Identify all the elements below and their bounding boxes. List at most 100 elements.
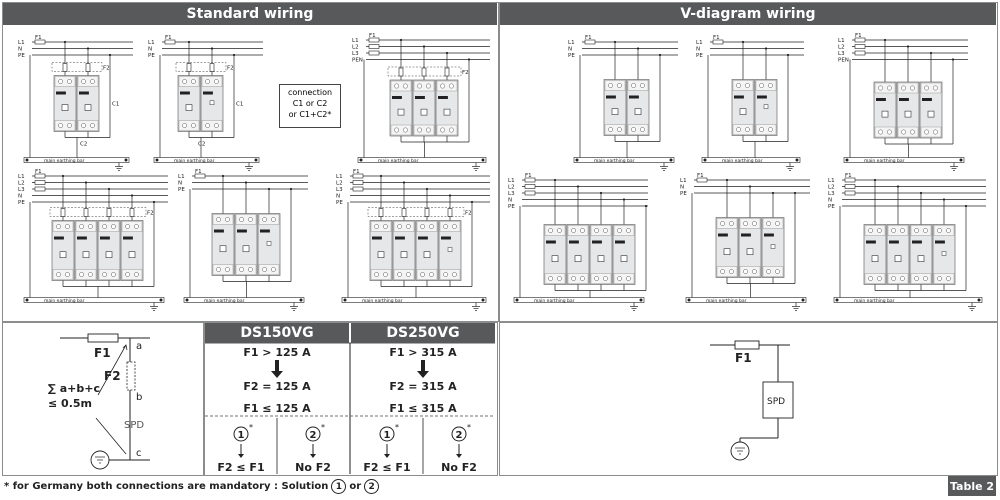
terminal-screw [639, 83, 645, 88]
terminal-screw [56, 272, 62, 277]
terminal-screw [417, 127, 423, 133]
spark-gap-module [932, 224, 956, 285]
standard-wiring-header: Standard wiring [3, 3, 497, 25]
terminal-screw [602, 228, 608, 233]
junction-dot [553, 178, 557, 182]
module-top-terminals [393, 221, 415, 232]
status-window [242, 245, 250, 253]
f1-label: F1 [35, 169, 42, 175]
junction-dot [210, 47, 214, 50]
terminal-screw [182, 79, 188, 84]
earthing-bar-end [977, 298, 981, 302]
module-top-terminals [887, 225, 909, 236]
status-window [400, 251, 408, 258]
terminal-screw [110, 224, 116, 229]
terminal-screw [571, 228, 577, 233]
terminal-screw [405, 272, 411, 277]
line-label-n: N [18, 194, 22, 200]
f2-label: F2 [147, 211, 154, 217]
status-window [739, 108, 747, 115]
terminal-screw [213, 123, 219, 128]
module-top-terminals [258, 214, 280, 225]
junction-dot [187, 40, 191, 44]
ds150-cond-low: F1 ≤ 125 A [243, 402, 311, 415]
spd-module [731, 79, 755, 136]
terminal-screw [932, 129, 938, 135]
terminal-screw [736, 83, 742, 88]
terminal-screw [205, 123, 211, 128]
terminal-screw [631, 83, 637, 88]
terminal-screw [64, 272, 70, 277]
earthing-bar-end [481, 298, 485, 302]
terminal-screw [402, 83, 408, 89]
module-label-strip [606, 95, 616, 99]
terminal-screw [876, 228, 882, 233]
junction-dot [130, 194, 134, 197]
spd-module [589, 224, 613, 285]
line-label-l1: L1 [568, 40, 575, 46]
module-top-terminals [864, 225, 886, 236]
terminal-screw [216, 267, 222, 272]
junction-dot [425, 187, 429, 191]
line-label-n: N [178, 181, 182, 187]
status-window [746, 248, 754, 255]
v-diagram-header: V-diagram wiring [500, 3, 996, 25]
module-bottom-terminals [762, 266, 784, 277]
earthing-bar-label: main earthing bar [594, 158, 635, 164]
terminal-screw [914, 276, 920, 281]
junction-dot [964, 204, 968, 208]
f1-fuse-icon [368, 37, 380, 43]
terminal-screw [239, 267, 245, 272]
terminal-screw [270, 217, 276, 222]
terminal-screw [625, 228, 631, 233]
line-label-l1: L1 [838, 38, 845, 44]
terminal-screw [886, 85, 892, 91]
module-top-terminals [910, 225, 932, 236]
module-label-strip [203, 91, 213, 95]
f2-label: F2 [462, 70, 469, 76]
junction-dot [470, 200, 474, 204]
small-arrow-icon [238, 454, 244, 458]
terminal-screw [443, 224, 449, 229]
small-arrow-icon [310, 454, 316, 458]
module-top-terminals [590, 225, 612, 236]
f1-fuse-icon [584, 39, 596, 45]
junction-dot [748, 185, 752, 188]
earthing-bar-end [801, 298, 805, 302]
earthing-bar-label: main earthing bar [362, 298, 403, 304]
spd-module [715, 217, 739, 278]
f1-label: F1 [845, 173, 852, 179]
earthing-bar [833, 297, 983, 303]
terminal-screw [87, 272, 93, 277]
terminal-screw [617, 228, 623, 233]
terminal-screw [744, 127, 750, 132]
spd-module [392, 220, 416, 281]
module-bottom-terminals [864, 273, 886, 284]
terminal-screw [125, 224, 131, 229]
module-top-terminals [390, 80, 412, 92]
terminal-screw [766, 221, 772, 226]
ds150-option-1-circle [233, 426, 249, 442]
terminal-screw [886, 129, 892, 135]
terminal-screw [602, 276, 608, 281]
f1-fuse-icon [696, 177, 708, 183]
terminal-screw [945, 276, 951, 281]
terminal-screw [213, 79, 219, 84]
module-bottom-terminals [436, 124, 458, 136]
terminal-screw [382, 224, 388, 229]
module-bottom-terminals [933, 273, 955, 284]
module-label-strip [876, 98, 886, 101]
module-label-strip [592, 240, 602, 244]
terminal-screw [89, 123, 95, 128]
terminal-screw [767, 127, 773, 132]
status-window [420, 108, 428, 116]
terminal-screw [374, 272, 380, 277]
f1-fuse-icon [34, 180, 46, 185]
module-label-strip [56, 91, 66, 95]
f2-fuse-icon [106, 208, 112, 217]
earthing-bar [513, 297, 645, 303]
earthing-bar-end [343, 298, 347, 302]
ds250-option-1-asterisk: * [395, 423, 399, 432]
line-label-l1: L1 [148, 40, 155, 46]
terminal-screw [417, 83, 423, 89]
